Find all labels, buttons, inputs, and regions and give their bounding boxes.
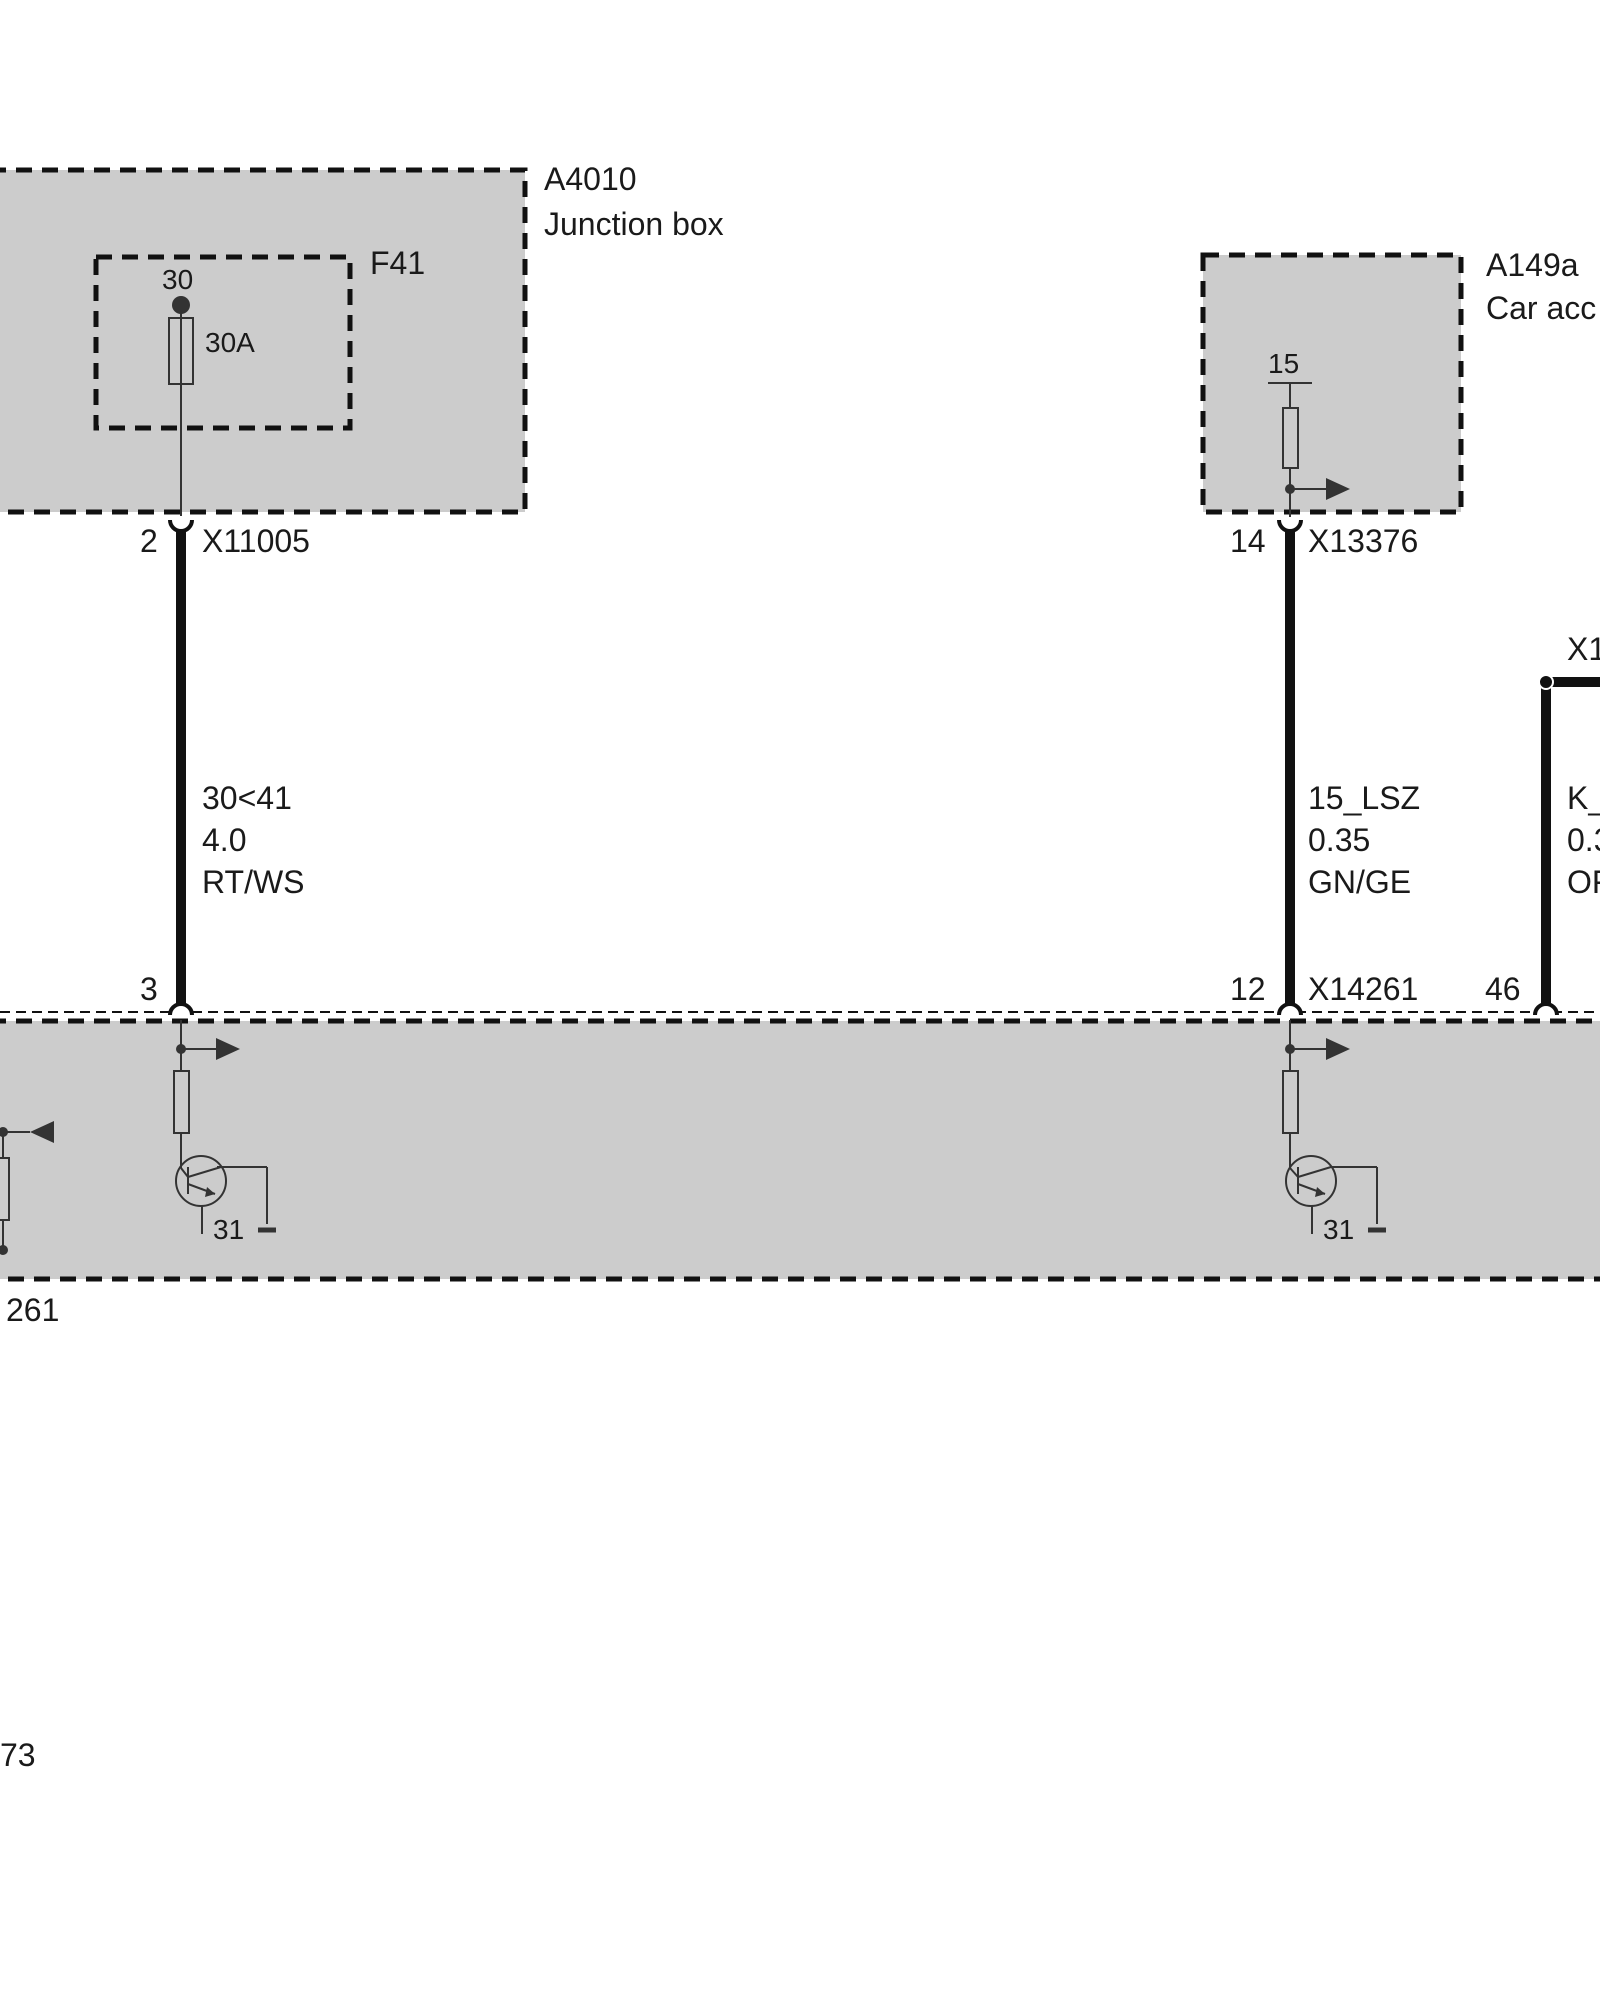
connector-id-partial: X1 [1567, 631, 1600, 667]
driver-circuit-2: 31 [1282, 1020, 1386, 1245]
connector-symbol-icon [1533, 1002, 1559, 1016]
fuse-terminal-label: 30 [162, 264, 193, 295]
connector-pin: 12 [1230, 971, 1266, 1007]
wire-signal: 15_LSZ [1308, 780, 1420, 816]
signal-arrow-icon [30, 1121, 54, 1143]
wire-color: OF [1567, 864, 1600, 900]
ground-label: 31 [213, 1214, 244, 1245]
connector-x13376: 14 X13376 [1230, 519, 1418, 559]
fuse-id: F41 [370, 245, 425, 281]
signal-arrow-icon [216, 1038, 240, 1060]
car-access-id: A149a [1486, 247, 1579, 283]
wire-size: 0.3 [1567, 822, 1600, 858]
wire-15-lsz: 15_LSZ 0.35 GN/GE [1285, 530, 1420, 1005]
ground-label: 31 [1323, 1214, 1354, 1245]
connector-symbol-icon [168, 1002, 194, 1016]
driver-circuit-1: 31 [173, 1020, 276, 1245]
junction-box-a4010: A4010 Junction box F41 30 30A [0, 161, 724, 516]
module-id-partial: 261 [6, 1292, 59, 1328]
car-access-name: Car acc [1486, 290, 1596, 326]
signal-arrow-icon [1326, 1038, 1350, 1060]
wire-signal: 30<41 [202, 780, 292, 816]
partial-input-circuit [0, 1121, 54, 1255]
wire-size: 4.0 [202, 822, 246, 858]
connector-id: X14261 [1308, 971, 1418, 1007]
signal-arrow-icon [1326, 478, 1350, 500]
connector-pin: 2 [140, 523, 158, 559]
wire-color: RT/WS [202, 864, 305, 900]
transistor-icon [1285, 1155, 1386, 1234]
fuse-f41: F41 30 30A [93, 245, 425, 516]
bottom-label-partial: 73 [0, 1737, 36, 1773]
car-access-a149a: A149a Car acc 15 [1200, 247, 1596, 517]
connector-pin: 3 [140, 971, 158, 1007]
connector-symbol-icon [1277, 519, 1303, 533]
junction-box-id: A4010 [544, 161, 637, 197]
connector-id: X13376 [1308, 523, 1418, 559]
connector-id: X11005 [202, 523, 310, 559]
connector-x11005: 2 X11005 [140, 519, 310, 559]
control-module: 3 12 X14261 46 [0, 971, 1600, 1282]
wire-30-41: 30<41 4.0 RT/WS [176, 530, 305, 1005]
splice-dot [1538, 674, 1554, 690]
wire-size: 0.35 [1308, 822, 1370, 858]
fuse-rating: 30A [205, 327, 255, 358]
transistor-icon [175, 1155, 276, 1234]
wire-signal: K_ [1567, 780, 1600, 816]
connector-symbol-icon [168, 519, 194, 533]
car-access-terminal-label: 15 [1268, 348, 1299, 379]
connector-pin: 46 [1485, 971, 1521, 1007]
wire-color: GN/GE [1308, 864, 1411, 900]
connector-pin: 14 [1230, 523, 1266, 559]
wire-k: X1 K_ 0.3 OF [1538, 631, 1600, 1005]
junction-box-name: Junction box [544, 206, 724, 242]
connector-symbol-icon [1277, 1002, 1303, 1016]
